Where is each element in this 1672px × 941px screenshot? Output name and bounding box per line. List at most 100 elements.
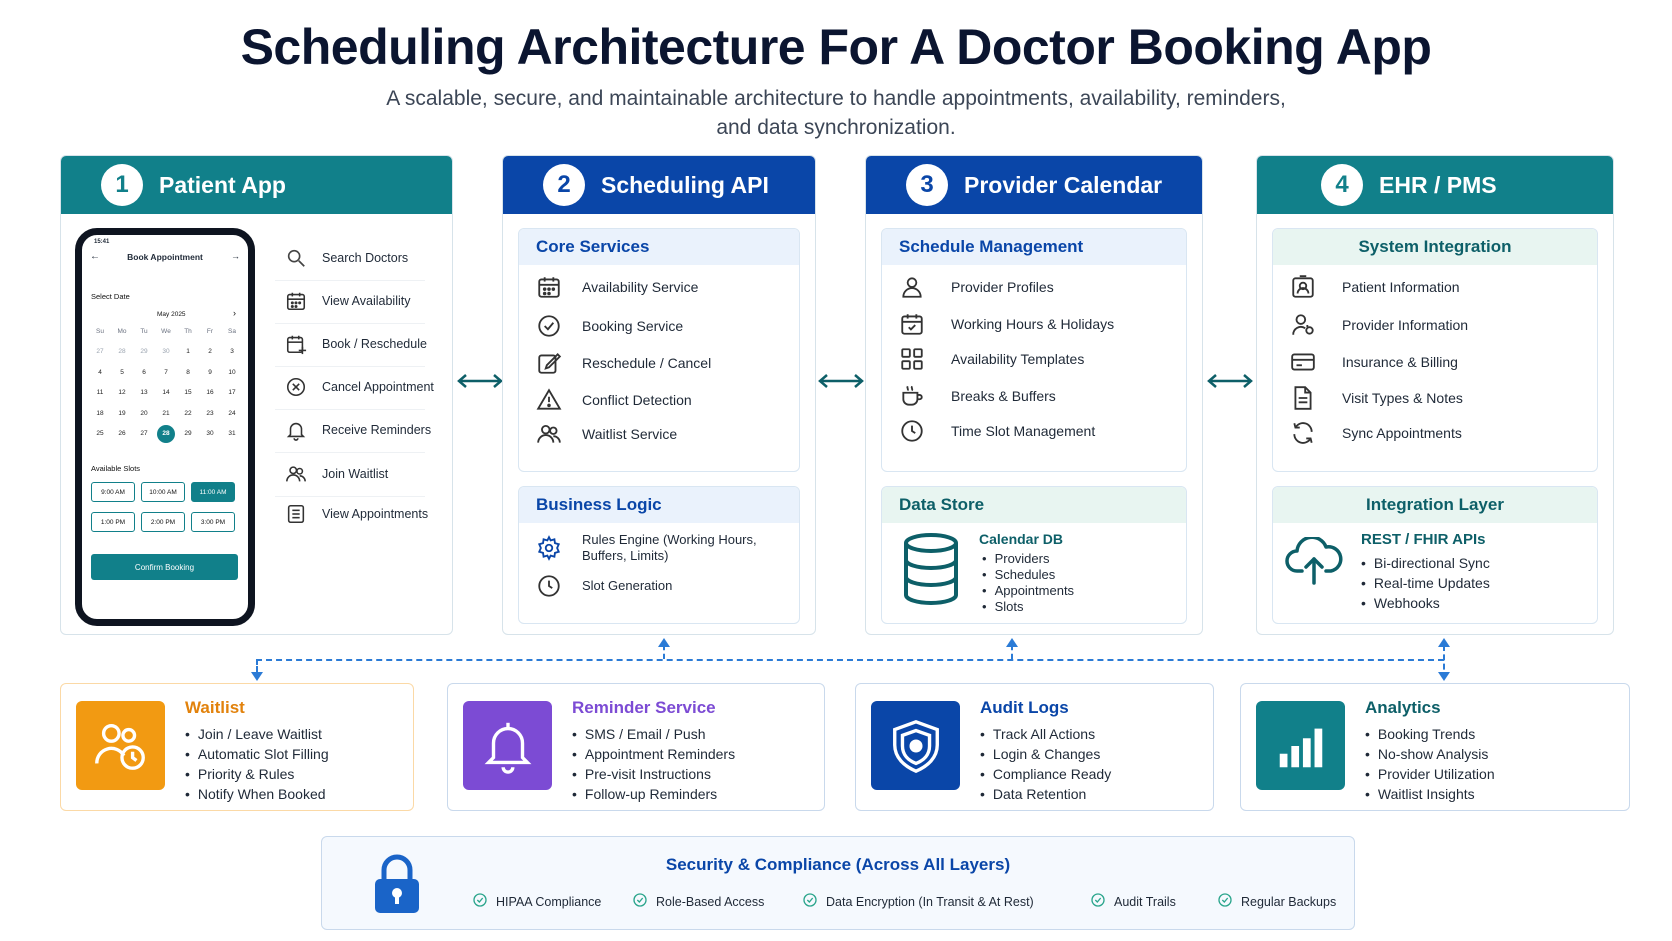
calendar-day[interactable]: 15 bbox=[184, 389, 192, 397]
feature-item[interactable]: Receive Reminders bbox=[285, 419, 435, 441]
list-item: SMS / Email / Push bbox=[572, 724, 735, 744]
calendar-day[interactable]: 4 bbox=[98, 368, 102, 376]
list-item: Compliance Ready bbox=[980, 764, 1111, 784]
calendar-day[interactable]: 30 bbox=[206, 430, 214, 438]
calendar-day[interactable]: 10 bbox=[228, 368, 236, 376]
bottom-card-audit-logs: Audit LogsTrack All ActionsLogin & Chang… bbox=[855, 683, 1214, 811]
next-month-chevron-icon[interactable]: › bbox=[233, 308, 236, 318]
calendar-day[interactable]: 30 bbox=[162, 348, 170, 356]
calendar-day[interactable]: 27 bbox=[140, 430, 148, 438]
weekday-label: Sa bbox=[228, 327, 236, 335]
time-slot[interactable]: 9:00 AM bbox=[91, 482, 135, 502]
item-label: Time Slot Management bbox=[951, 423, 1096, 439]
calendar-day[interactable]: 11 bbox=[96, 389, 104, 397]
forward-arrow-icon[interactable]: → bbox=[231, 251, 240, 261]
calendar-day[interactable]: 20 bbox=[140, 409, 148, 417]
calendar-day[interactable]: 26 bbox=[118, 430, 126, 438]
calendar-plus-icon bbox=[285, 333, 307, 355]
business-logic-section: Business Logic Rules Engine (Working Hou… bbox=[518, 486, 800, 624]
check-circle-icon bbox=[536, 313, 562, 339]
divider bbox=[275, 452, 425, 453]
time-slot[interactable]: 2:00 PM bbox=[141, 512, 185, 532]
feature-item[interactable]: View Appointments bbox=[285, 503, 435, 525]
back-arrow-icon[interactable]: ← bbox=[90, 251, 100, 262]
calendar-day[interactable]: 5 bbox=[120, 368, 124, 376]
list-item: Track All Actions bbox=[980, 724, 1111, 744]
calendar-day[interactable]: 25 bbox=[96, 430, 104, 438]
id-badge-icon bbox=[1290, 274, 1316, 300]
selected-time-slot[interactable]: 11:00 AM bbox=[191, 482, 235, 502]
calendar-day[interactable]: 21 bbox=[162, 409, 170, 417]
calendar-day[interactable]: 24 bbox=[228, 409, 236, 417]
calendar-day[interactable]: 17 bbox=[228, 389, 236, 397]
coffee-icon bbox=[899, 383, 925, 409]
calendar-day[interactable]: 22 bbox=[184, 409, 192, 417]
phone-screen-title: Book Appointment bbox=[127, 252, 203, 262]
gear-icon bbox=[536, 535, 562, 561]
calendar-day[interactable]: 18 bbox=[96, 409, 104, 417]
list-item: Real-time Updates bbox=[1361, 573, 1490, 593]
feature-item[interactable]: View Availability bbox=[285, 290, 435, 312]
calendar-day[interactable]: 8 bbox=[186, 368, 190, 376]
item-label: Working Hours & Holidays bbox=[951, 316, 1115, 332]
calendar-day[interactable]: 19 bbox=[118, 409, 126, 417]
card-title: Scheduling API bbox=[601, 171, 769, 198]
calendar-day[interactable]: 16 bbox=[206, 389, 214, 397]
security-item-label: Regular Backups bbox=[1241, 894, 1337, 909]
list-item: Slots bbox=[982, 599, 1074, 615]
arrow-up-icon bbox=[658, 638, 670, 647]
calendar-day[interactable]: 28 bbox=[118, 348, 126, 356]
calendar-day[interactable]: 14 bbox=[162, 389, 170, 397]
item-label: Booking Service bbox=[582, 318, 684, 334]
calendar-day[interactable]: 6 bbox=[142, 368, 146, 376]
step-number: 2 bbox=[543, 164, 585, 206]
calendar-day[interactable]: 13 bbox=[140, 389, 148, 397]
security-item-label: HIPAA Compliance bbox=[496, 894, 602, 909]
calendar-day[interactable]: 3 bbox=[230, 348, 234, 356]
calendar-day[interactable]: 23 bbox=[206, 409, 214, 417]
cancel-circle-icon bbox=[285, 376, 307, 398]
scheduling-api-header: 2 Scheduling API bbox=[503, 156, 815, 214]
list-item: Reschedule / Cancel bbox=[536, 350, 711, 376]
selected-calendar-day[interactable]: 28 bbox=[155, 424, 177, 443]
feature-item[interactable]: Search Doctors bbox=[285, 247, 435, 269]
calendar-day[interactable]: 9 bbox=[208, 368, 212, 376]
security-item-label: Data Encryption (In Transit & At Rest) bbox=[826, 894, 1034, 909]
time-slot[interactable]: 3:00 PM bbox=[191, 512, 235, 532]
feature-item[interactable]: Book / Reschedule bbox=[285, 333, 435, 355]
calendar-day[interactable]: 2 bbox=[208, 348, 212, 356]
warning-icon bbox=[536, 387, 562, 413]
list-item: Working Hours & Holidays bbox=[899, 311, 1114, 337]
calendar-day[interactable]: 1 bbox=[186, 348, 190, 356]
item-label: Slot Generation bbox=[582, 578, 673, 593]
item-label: Reschedule / Cancel bbox=[582, 355, 712, 371]
calendar-day[interactable]: 27 bbox=[96, 348, 104, 356]
calendar-day[interactable]: 7 bbox=[164, 368, 168, 376]
feature-item[interactable]: Cancel Appointment bbox=[285, 376, 435, 398]
calendar-day[interactable]: 29 bbox=[140, 348, 148, 356]
feature-item[interactable]: Join Waitlist bbox=[285, 463, 435, 485]
calendar-day[interactable]: 12 bbox=[118, 389, 126, 397]
check-circle-icon bbox=[472, 892, 496, 911]
item-label: Visit Types & Notes bbox=[1342, 390, 1463, 406]
list-icon bbox=[285, 503, 307, 525]
waitlist-icon bbox=[76, 701, 165, 790]
time-slot[interactable]: 10:00 AM bbox=[141, 482, 185, 502]
security-item-label: Role-Based Access bbox=[656, 894, 765, 909]
confirm-booking-button[interactable]: Confirm Booking bbox=[91, 554, 238, 580]
list-item: Booking Trends bbox=[1365, 724, 1495, 744]
divider bbox=[275, 366, 425, 367]
sync-icon bbox=[1290, 420, 1316, 446]
time-slot[interactable]: 1:00 PM bbox=[91, 512, 135, 532]
list-item: Priority & Rules bbox=[185, 764, 329, 784]
list-item: Webhooks bbox=[1361, 593, 1490, 613]
item-label: Rules Engine (Working Hours, Buffers, Li… bbox=[582, 532, 757, 563]
calendar-day[interactable]: 29 bbox=[184, 430, 192, 438]
item-label: Availability Templates bbox=[951, 351, 1085, 367]
calendar-day[interactable]: 31 bbox=[228, 430, 236, 438]
dashed-connector-line bbox=[1011, 645, 1013, 659]
list-item: Notify When Booked bbox=[185, 784, 329, 804]
bell-icon bbox=[285, 419, 307, 441]
